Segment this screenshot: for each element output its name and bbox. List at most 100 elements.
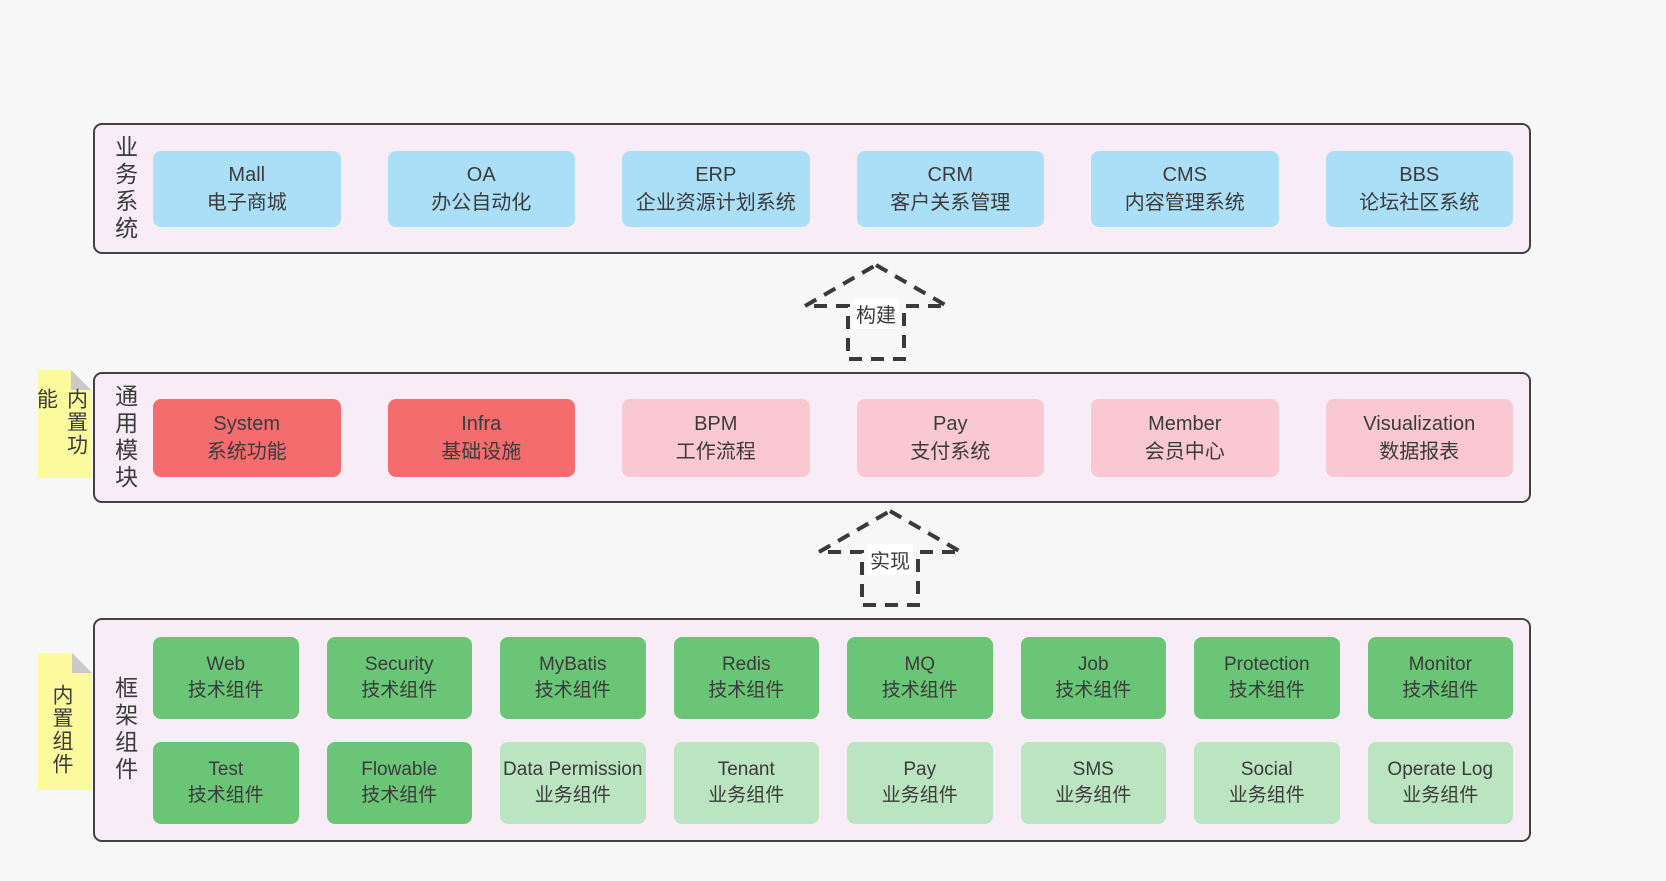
business-systems-label: 业务系统 <box>111 134 138 243</box>
box-subtitle: 业务组件 <box>1228 784 1305 806</box>
box-title: Data Permission <box>503 758 643 780</box>
box-title: Social <box>1240 758 1293 780</box>
box-title: Operate Log <box>1387 758 1494 780</box>
box-subtitle: 系统功能 <box>206 440 287 463</box>
box-title: SMS <box>1072 758 1114 780</box>
box-subtitle: 业务组件 <box>534 784 611 806</box>
box-subtitle: 论坛社区系统 <box>1359 191 1480 214</box>
implement-arrow-label: 实现 <box>867 544 913 575</box>
component-box-redis: Redis 技术组件 <box>673 636 819 719</box>
framework-row-2: Test 技术组件 Flowable 技术组件 Data Permission … <box>153 741 1513 824</box>
box-subtitle: 业务组件 <box>1055 784 1132 806</box>
box-title: Mall <box>228 163 266 186</box>
framework-components-container: 框架组件 Web 技术组件 Security 技术组件 MyBatis 技术组件… <box>93 618 1531 842</box>
component-box-web: Web 技术组件 <box>153 636 299 719</box>
box-title: MQ <box>904 653 936 675</box>
build-arrow-label: 构建 <box>853 298 899 329</box>
builtin-components-note-text: 内置组件 <box>50 683 73 776</box>
module-box-system: System 系统功能 <box>153 398 341 477</box>
module-box-member: Member 会员中心 <box>1091 398 1279 477</box>
box-title: MyBatis <box>538 653 607 675</box>
module-box-visualization: Visualization 数据报表 <box>1325 398 1513 477</box>
box-title: Visualization <box>1363 412 1476 435</box>
box-subtitle: 技术组件 <box>361 784 438 806</box>
box-title: CRM <box>927 163 974 186</box>
system-box-crm: CRM 客户关系管理 <box>856 150 1044 227</box>
box-title: System <box>213 412 281 435</box>
system-box-cms: CMS 内容管理系统 <box>1091 150 1279 227</box>
common-modules-boxes: System 系统功能 Infra 基础设施 BPM 工作流程 Pay 支付系统… <box>153 374 1529 501</box>
common-modules-label-wrap: 通用模块 <box>95 374 153 501</box>
box-title: Pay <box>903 758 937 780</box>
box-subtitle: 技术组件 <box>187 679 264 701</box>
box-subtitle: 支付系统 <box>910 440 991 463</box>
framework-components-label: 框架组件 <box>111 676 138 784</box>
box-title: CMS <box>1162 163 1207 186</box>
builtin-functions-note-text: 内置功能 <box>34 388 88 457</box>
sticky-note-icon <box>38 653 92 790</box>
component-box-monitor: Monitor 技术组件 <box>1367 636 1513 719</box>
component-box-job: Job 技术组件 <box>1020 636 1166 719</box>
box-title: Tenant <box>717 758 775 780</box>
box-title: Job <box>1077 653 1109 675</box>
box-subtitle: 业务组件 <box>708 784 785 806</box>
box-subtitle: 技术组件 <box>1402 679 1479 701</box>
box-subtitle: 技术组件 <box>1055 679 1132 701</box>
component-box-social: Social 业务组件 <box>1194 741 1340 824</box>
box-subtitle: 技术组件 <box>1228 679 1305 701</box>
component-box-sms: SMS 业务组件 <box>1020 741 1166 824</box>
box-subtitle: 技术组件 <box>187 784 264 806</box>
component-box-test: Test 技术组件 <box>153 741 299 824</box>
box-subtitle: 企业资源计划系统 <box>635 191 796 214</box>
sticky-note-icon <box>38 370 91 478</box>
box-title: Pay <box>933 412 968 435</box>
business-systems-boxes: Mall 电子商城 OA 办公自动化 ERP 企业资源计划系统 CRM 客户关系… <box>153 125 1529 252</box>
box-subtitle: 工作流程 <box>675 440 756 463</box>
box-subtitle: 业务组件 <box>1402 784 1479 806</box>
framework-components-label-wrap: 框架组件 <box>95 620 153 840</box>
module-box-bpm: BPM 工作流程 <box>622 398 810 477</box>
component-box-flowable: Flowable 技术组件 <box>326 741 472 824</box>
implement-arrow: 实现 <box>815 508 965 608</box>
component-box-mybatis: MyBatis 技术组件 <box>500 636 646 719</box>
box-title: Test <box>208 758 244 780</box>
box-title: Web <box>206 653 246 675</box>
common-modules-container: 通用模块 System 系统功能 Infra 基础设施 BPM 工作流程 Pay… <box>93 372 1531 503</box>
box-subtitle: 客户关系管理 <box>890 191 1011 214</box>
module-box-pay: Pay 支付系统 <box>856 398 1044 477</box>
component-box-operate-log: Operate Log 业务组件 <box>1367 741 1513 824</box>
box-subtitle: 技术组件 <box>361 679 438 701</box>
box-subtitle: 基础设施 <box>441 440 522 463</box>
component-box-protection: Protection 技术组件 <box>1194 636 1340 719</box>
box-title: Security <box>364 653 434 675</box>
box-title: BBS <box>1399 163 1440 186</box>
builtin-components-note: 内置组件 <box>38 653 92 790</box>
component-box-pay: Pay 业务组件 <box>847 741 993 824</box>
box-subtitle: 内容管理系统 <box>1124 191 1245 214</box>
system-box-erp: ERP 企业资源计划系统 <box>622 150 810 227</box>
box-subtitle: 业务组件 <box>881 784 958 806</box>
box-title: Infra <box>461 412 502 435</box>
component-box-data-permission: Data Permission 业务组件 <box>500 741 646 824</box>
up-arrow-icon <box>815 508 965 607</box>
box-subtitle: 办公自动化 <box>431 191 532 214</box>
box-title: Protection <box>1223 653 1310 675</box>
system-box-bbs: BBS 论坛社区系统 <box>1325 150 1513 227</box>
box-title: Monitor <box>1408 653 1472 675</box>
module-box-infra: Infra 基础设施 <box>387 398 575 477</box>
system-box-mall: Mall 电子商城 <box>153 150 341 227</box>
business-systems-label-wrap: 业务系统 <box>95 125 153 252</box>
business-systems-container: 业务系统 Mall 电子商城 OA 办公自动化 ERP 企业资源计划系统 CRM… <box>93 123 1531 254</box>
system-box-oa: OA 办公自动化 <box>387 150 575 227</box>
box-subtitle: 技术组件 <box>534 679 611 701</box>
box-title: Flowable <box>361 758 438 780</box>
box-subtitle: 技术组件 <box>708 679 785 701</box>
framework-row-1: Web 技术组件 Security 技术组件 MyBatis 技术组件 Redi… <box>153 636 1513 719</box>
component-box-mq: MQ 技术组件 <box>847 636 993 719</box>
box-subtitle: 技术组件 <box>881 679 958 701</box>
box-subtitle: 会员中心 <box>1144 440 1225 463</box>
up-arrow-icon <box>801 262 951 361</box>
component-box-tenant: Tenant 业务组件 <box>673 741 819 824</box>
box-title: Member <box>1148 412 1222 435</box>
box-subtitle: 数据报表 <box>1379 440 1460 463</box>
